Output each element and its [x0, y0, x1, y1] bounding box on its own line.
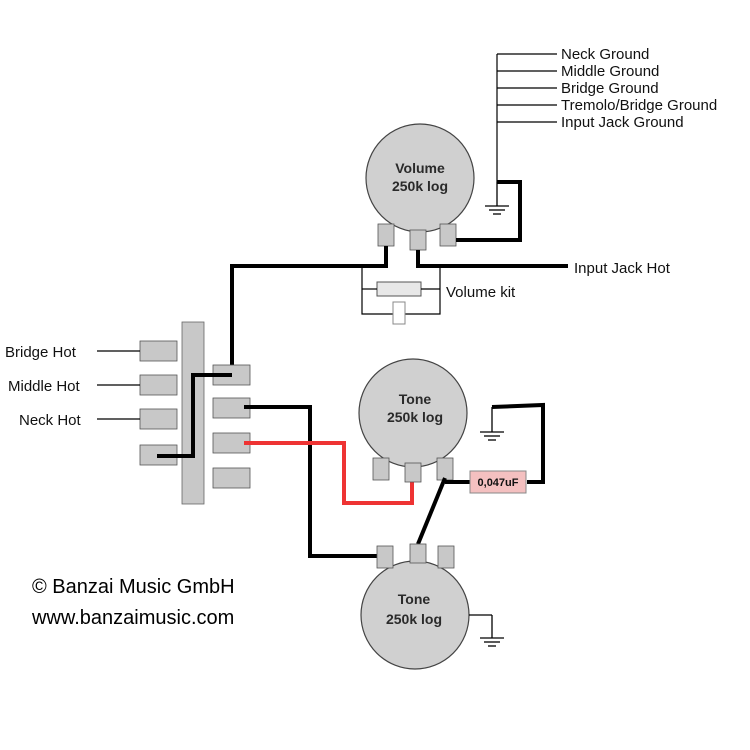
volume-pot-value: 250k log: [392, 178, 448, 194]
wire-volume-input: [230, 246, 388, 375]
tone-pot-1: [358, 358, 468, 483]
tone-pot-2-name: Tone: [398, 591, 431, 607]
pickup-label-middle: Middle Hot: [8, 378, 81, 395]
tone-pot-2-value: 250k log: [386, 611, 442, 627]
wire-tone-link: [416, 477, 447, 545]
ground-label-neck: Neck Ground: [561, 46, 649, 63]
volume-pot-name: Volume: [395, 160, 445, 176]
ground-label-bridge: Bridge Ground: [561, 80, 659, 97]
wire-switch-to-tone2: [244, 405, 385, 558]
copyright-text: © Banzai Music GmbH: [32, 576, 235, 598]
tone-pot-1-name: Tone: [399, 391, 432, 407]
tone-pot-2: [360, 543, 470, 670]
website-text: www.banzaimusic.com: [31, 607, 234, 629]
wire-tone1-ground-cap: [491, 402, 545, 484]
ground-symbol-tone-2: [469, 614, 504, 647]
wire-switch-to-tone1: [244, 441, 414, 505]
volume-kit-label: Volume kit: [446, 284, 516, 301]
ground-bus: [496, 53, 557, 182]
pickup-label-neck: Neck Hot: [19, 412, 82, 429]
pickup-label-bridge: Bridge Hot: [5, 344, 77, 361]
input-jack-hot-label: Input Jack Hot: [574, 260, 671, 277]
volume-pot: [365, 123, 475, 251]
ground-label-input-jack: Input Jack Ground: [561, 114, 684, 131]
capacitor: [469, 470, 527, 494]
ground-label-tremolo: Tremolo/Bridge Ground: [561, 97, 717, 114]
wire-volume-output: [416, 250, 568, 268]
ground-symbol-tone-1: [480, 407, 504, 441]
wire-switch-common: [157, 373, 232, 458]
capacitor-label: 0,047uF: [478, 477, 519, 489]
ground-label-middle: Middle Ground: [561, 63, 659, 80]
wire-volume-ground: [456, 180, 522, 242]
tone-pot-1-value: 250k log: [387, 409, 443, 425]
volume-kit: [361, 266, 441, 325]
ground-symbol-volume: [485, 182, 509, 215]
